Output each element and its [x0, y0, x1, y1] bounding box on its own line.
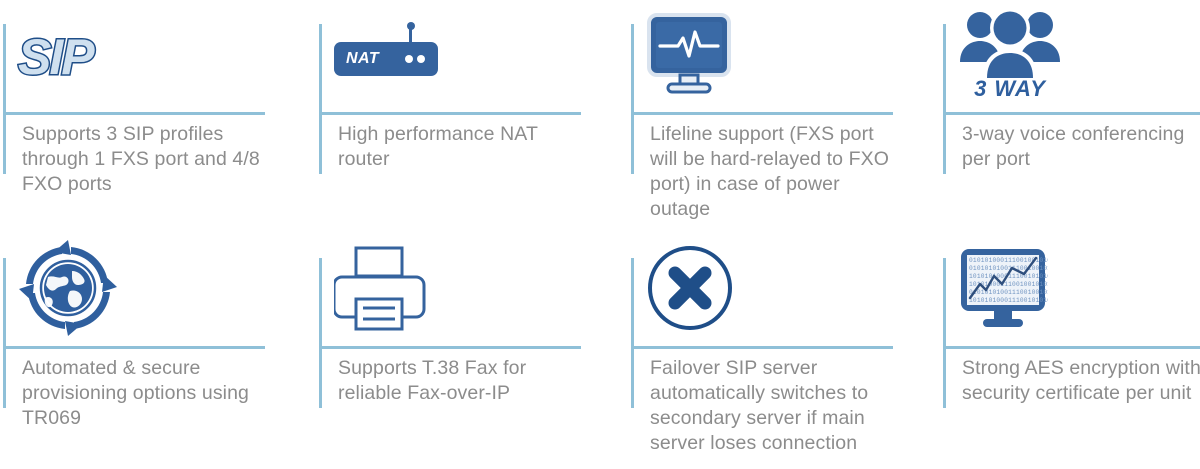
icon-container — [646, 0, 876, 108]
vertical-divider — [3, 24, 6, 174]
feature-caption: Lifeline support (FXS port will be hard-… — [650, 123, 889, 220]
icon-container: 0101010001110010010100 01010101001110010… — [958, 234, 1188, 342]
vertical-divider — [631, 24, 634, 174]
led-dots-icon — [405, 55, 425, 63]
svg-text:1010101000111001010101: 1010101000111001010101 — [969, 297, 1048, 304]
feature-card-nat-router: NAT High performance NAT router — [316, 0, 628, 234]
feature-card-auto-provisioning: Automated & secure provisioning options … — [0, 234, 316, 469]
feature-caption: Strong AES encryption with security cert… — [962, 357, 1200, 404]
feature-caption: Supports T.38 Fax for reliable Fax-over-… — [338, 357, 527, 404]
feature-caption: High performance NAT router — [338, 123, 538, 170]
horizontal-divider — [319, 112, 581, 115]
three-way-label: 3 WAY — [974, 76, 1046, 101]
feature-card-three-way-conferencing: 3 WAY 3-way voice conferencing per port — [940, 0, 1200, 234]
feature-card-lifeline-support: Lifeline support (FXS port will be hard-… — [628, 0, 940, 234]
horizontal-divider — [3, 112, 265, 115]
nat-label: NAT — [346, 50, 380, 67]
antenna-icon — [406, 22, 415, 44]
monitor-binary-chart-icon: 0101010001110010010100 01010101001110010… — [961, 249, 1048, 327]
icon-container — [646, 234, 876, 342]
monitor-heartbeat-icon — [647, 13, 731, 94]
horizontal-divider — [319, 346, 581, 349]
svg-text:0101010100111001001010: 0101010100111001001010 — [969, 289, 1048, 296]
vertical-divider — [943, 24, 946, 174]
feature-card-aes-encryption: 0101010001110010010100 01010101001110010… — [940, 234, 1200, 469]
feature-caption: 3-way voice conferencing per port — [962, 123, 1185, 170]
horizontal-divider — [943, 112, 1200, 115]
horizontal-divider — [943, 346, 1200, 349]
feature-card-failover-sip-server: Failover SIP server automatically switch… — [628, 234, 940, 469]
icon-container — [18, 234, 248, 342]
globe-refresh-icon — [19, 240, 117, 336]
icon-container — [334, 234, 564, 342]
vertical-divider — [3, 258, 6, 408]
feature-caption: Automated & secure provisioning options … — [22, 357, 249, 429]
horizontal-divider — [631, 346, 893, 349]
icon-container: NAT — [334, 0, 564, 108]
vertical-divider — [943, 258, 946, 408]
feature-card-sip-profiles: SIP Supports 3 SIP profiles through 1 FX… — [0, 0, 316, 234]
feature-caption: Failover SIP server automatically switch… — [650, 357, 869, 454]
svg-text:0101010001110010010100: 0101010001110010010100 — [969, 257, 1048, 264]
horizontal-divider — [3, 346, 265, 349]
icon-container: 3 WAY — [958, 0, 1188, 108]
circle-x-icon — [648, 246, 732, 330]
vertical-divider — [319, 258, 322, 408]
nat-router-icon: NAT — [334, 22, 438, 76]
printer-fax-icon — [334, 246, 426, 331]
svg-text:0101010100111001001011: 0101010100111001001011 — [969, 265, 1048, 272]
svg-text:1010100011100100101010: 1010100011100100101010 — [969, 281, 1048, 288]
svg-text:1010101000111001010101: 1010101000111001010101 — [969, 273, 1048, 280]
vertical-divider — [319, 24, 322, 174]
icon-container: SIP — [17, 0, 248, 108]
vertical-divider — [631, 258, 634, 408]
horizontal-divider — [631, 112, 893, 115]
three-people-icon — [960, 8, 1060, 78]
sip-logo-icon: SIP — [17, 29, 97, 85]
feature-caption: Supports 3 SIP profiles through 1 FXS po… — [22, 123, 260, 195]
feature-card-t38-fax: Supports T.38 Fax for reliable Fax-over-… — [316, 234, 628, 469]
